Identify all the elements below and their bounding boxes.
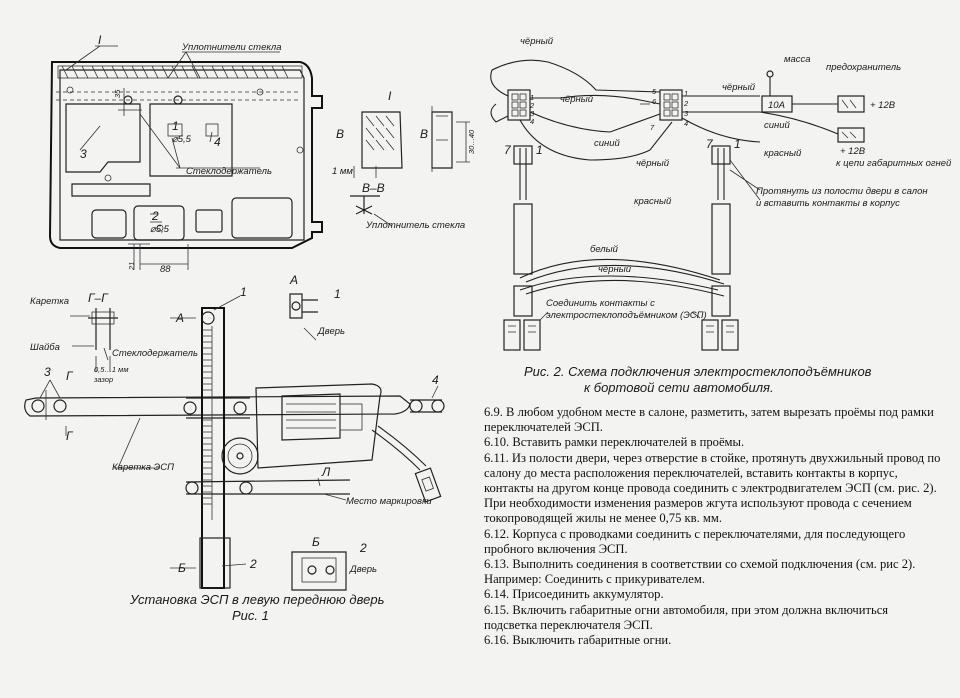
pin-3-mid: 3	[684, 109, 689, 118]
pin-4-left: 4	[530, 117, 534, 126]
dim-21: 21	[127, 262, 136, 271]
instruction-6-11: 6.11. Из полости двери, через отверстие …	[484, 450, 941, 526]
esp-carriage-label: Каретка ЭСП	[112, 462, 174, 473]
gap-values: 0,5…1 мм	[94, 365, 128, 374]
dim-5-5-b: ⌀5,5	[150, 224, 170, 235]
section-BB-label: В–В	[362, 181, 385, 195]
instruction-6-9: 6.9. В любом удобном месте в салоне, раз…	[484, 405, 934, 435]
instruction-6-10: 6.10. Вставить рамки переключателей в пр…	[484, 435, 745, 450]
instruction-list: 6.9. В любом удобном месте в салоне, раз…	[484, 405, 944, 648]
parking-lights-label: к цепи габаритных огней	[836, 158, 952, 169]
fuse-rating: 10А	[768, 100, 785, 111]
white-label: белый	[590, 244, 619, 255]
black-label-3: чёрный	[722, 82, 756, 93]
pin-7-left-harness: 7	[504, 143, 512, 157]
figure-1-caption: Установка ЭСП в левую переднюю дверь	[129, 592, 385, 607]
pin-5-mid: 5	[652, 87, 657, 96]
dim-30-40: 30…40	[467, 129, 476, 154]
pin-1-left: 1	[530, 93, 534, 102]
connect-note-line1: Соединить контакты с	[546, 298, 655, 309]
blue-label-1: синий	[594, 138, 621, 149]
connect-note-line2: электростеклоподъёмником (ЭСП)	[546, 310, 707, 321]
plus-12v-b: + 12В	[840, 146, 866, 157]
dim-35: 35	[113, 89, 122, 98]
figure-2-caption-line2: к бортовой сети автомобиля.	[584, 380, 774, 395]
instruction-6-16: 6.16. Выключить габаритные огни.	[484, 633, 672, 648]
pin-1-right-harness: 1	[734, 137, 741, 151]
pin-7-mid: 7	[650, 123, 655, 132]
black-label-2: чёрный	[560, 94, 594, 105]
callout-section-I: I	[98, 33, 102, 47]
callout-3: 3	[80, 147, 87, 161]
mark-B-left: Б	[178, 561, 186, 575]
pin-7-right-harness: 7	[706, 137, 714, 151]
black-label-5: чёрный	[598, 264, 632, 275]
fuse-label: предохранитель	[826, 62, 901, 73]
door-label-A: Дверь	[317, 326, 345, 337]
instruction-6-13: 6.13. Выполнить соединения в соответстви…	[484, 557, 916, 587]
seal-label: Уплотнители стекла	[181, 42, 282, 53]
view-B-label: Б	[312, 535, 320, 549]
callout-2: 2	[151, 209, 159, 223]
blue-label-2: синий	[764, 120, 791, 131]
gap-label: зазор	[93, 375, 113, 384]
instruction-6-14: 6.14. Присоединить аккумулятор.	[484, 587, 664, 602]
red-label-2: красный	[764, 148, 802, 159]
figure-2-caption-line1: Рис. 2. Схема подключения электростеклоп…	[524, 364, 872, 379]
marking-small: Л	[321, 465, 331, 479]
gap-1mm: 1 мм	[332, 166, 353, 177]
pull-note-line1: Протянуть из полости двери в салон	[756, 186, 928, 197]
pin-2-left: 2	[529, 101, 535, 110]
marking-place-label: Место маркировки	[346, 496, 432, 507]
pin-3-left: 3	[530, 109, 535, 118]
glass-holder-label-2: Стеклодержатель	[112, 348, 198, 359]
pin-2-mid: 2	[683, 99, 689, 108]
section-B-right: В	[420, 127, 428, 141]
callout-4-regulator: 4	[432, 373, 439, 387]
glass-holder-label: Стеклодержатель	[186, 166, 272, 177]
black-label-1: чёрный	[520, 36, 554, 47]
black-label-4: чёрный	[636, 158, 670, 169]
figure-1-number: Рис. 1	[232, 608, 269, 623]
callout-2-view-B: 2	[359, 541, 367, 555]
mark-G-top: Г	[66, 369, 74, 383]
instruction-6-12: 6.12. Корпуса с проводками соединить с п…	[484, 526, 906, 556]
seal-label-2: Уплотнитель стекла	[365, 220, 465, 231]
regulator-drawing	[24, 293, 445, 591]
view-A-label: А	[289, 273, 298, 287]
pin-4-mid: 4	[684, 119, 688, 128]
callout-1: 1	[172, 119, 179, 133]
callout-1-regulator: 1	[240, 285, 247, 299]
mark-G-bottom: Г	[66, 429, 74, 443]
dim-88: 88	[160, 264, 171, 275]
washer-label: Шайба	[30, 342, 60, 353]
door-label-B: Дверь	[349, 564, 377, 575]
pin-6-mid: 6	[652, 97, 657, 106]
callout-2-regulator: 2	[249, 557, 257, 571]
callout-3-regulator: 3	[44, 365, 51, 379]
pull-note-line2: и вставить контакты в корпус	[756, 198, 900, 209]
door-panel-drawing	[48, 45, 323, 270]
instruction-6-15: 6.15. Включить габаритные огни автомобил…	[484, 602, 889, 632]
wiring-diagram	[490, 59, 865, 351]
plus-12v-a: + 12В	[870, 100, 896, 111]
dim-5-5-a: ⌀5,5	[172, 134, 192, 145]
callout-4: 4	[214, 135, 221, 149]
mark-A-left: А	[175, 311, 184, 325]
pin-1-left-harness: 1	[536, 143, 543, 157]
carriage-label: Каретка	[30, 296, 69, 307]
red-label-1: красный	[634, 196, 672, 207]
mass-label: масса	[784, 54, 811, 65]
section-view-I	[350, 106, 470, 227]
section-GG-label: Г–Г	[88, 291, 109, 305]
section-B-left: В	[336, 127, 344, 141]
section-I-label: I	[388, 89, 392, 103]
pin-1-mid: 1	[684, 89, 688, 98]
callout-1-view-A: 1	[334, 287, 341, 301]
